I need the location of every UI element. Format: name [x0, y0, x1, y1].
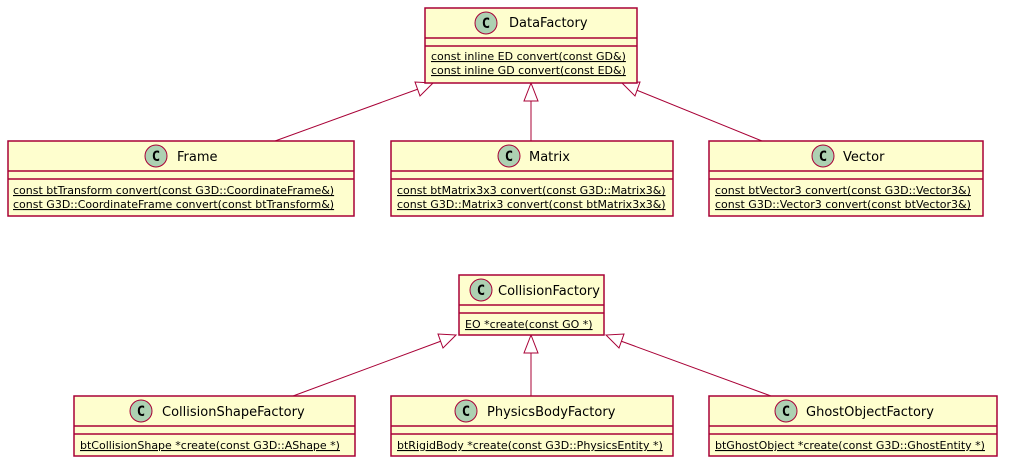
class-name: DataFactory: [509, 16, 588, 31]
class-name: Vector: [843, 150, 885, 165]
class-method: btRigidBody *create(const G3D::PhysicsEn…: [397, 439, 663, 452]
class-badge-letter: C: [782, 404, 790, 420]
class-collision-shape-factory[interactable]: C CollisionShapeFactory btCollisionShape…: [73, 395, 356, 457]
class-badge-letter: C: [819, 149, 827, 165]
class-method: const btVector3 convert(const G3D::Vecto…: [715, 184, 971, 197]
class-name: GhostObjectFactory: [806, 405, 934, 420]
class-method: const G3D::Vector3 convert(const btVecto…: [715, 198, 971, 211]
class-method: const G3D::Matrix3 convert(const btMatri…: [397, 198, 666, 211]
class-method: const btTransform convert(const G3D::Coo…: [13, 184, 334, 197]
class-c-icon: [454, 399, 478, 423]
class-badge-letter: C: [462, 404, 470, 420]
class-vector[interactable]: C Vector const btVector3 convert(const G…: [708, 140, 984, 217]
class-ghost-object-factory[interactable]: C GhostObjectFactory btGhostObject *crea…: [708, 395, 998, 457]
class-c-icon: [811, 144, 835, 168]
arrowhead-ghostobjectfactory-to-collisionfactory: [604, 333, 625, 349]
inheritance-edges: [274, 81, 772, 397]
arrowhead-matrix-to-datafactory: [523, 81, 539, 102]
class-data-factory[interactable]: C DataFactory const inline ED convert(co…: [424, 7, 638, 84]
class-c-icon: [497, 144, 521, 168]
class-c-icon: [474, 11, 498, 35]
class-badge-letter: C: [482, 16, 490, 32]
class-badge-letter: C: [505, 149, 513, 165]
class-c-icon: [144, 144, 168, 168]
class-c-icon: [469, 278, 493, 302]
arrowhead-frame-to-datafactory: [414, 81, 435, 97]
edge-ghostobjectfactory-to-collisionfactory: [617, 339, 772, 397]
arrowhead-vector-to-datafactory: [620, 81, 641, 97]
class-method: btCollisionShape *create(const G3D::ASha…: [80, 439, 340, 452]
class-name: CollisionFactory: [498, 284, 600, 299]
class-method: EO *create(const GO *): [465, 318, 593, 331]
class-badge-letter: C: [152, 149, 160, 165]
class-badge-letter: C: [137, 404, 145, 420]
edge-frame-to-datafactory: [274, 87, 422, 142]
class-name: Matrix: [529, 150, 570, 165]
class-c-icon: [129, 399, 153, 423]
arrowhead-collisionshapefactory-to-collisionfactory: [437, 333, 458, 349]
class-name: PhysicsBodyFactory: [487, 405, 616, 420]
edge-collisionshapefactory-to-collisionfactory: [292, 339, 445, 397]
edge-vector-to-datafactory: [633, 88, 763, 142]
class-method: const G3D::CoordinateFrame convert(const…: [13, 198, 334, 211]
class-method: const inline GD convert(const ED&): [431, 64, 626, 77]
class-badge-letter: C: [477, 283, 485, 299]
class-method: btGhostObject *create(const G3D::GhostEn…: [715, 439, 985, 452]
class-matrix[interactable]: C Matrix const btMatrix3x3 convert(const…: [390, 140, 674, 217]
class-name: Frame: [177, 150, 218, 165]
arrowhead-physicsbodyfactory-to-collisionfactory: [523, 333, 539, 354]
class-name: CollisionShapeFactory: [162, 405, 305, 420]
class-collision-factory[interactable]: C CollisionFactory EO *create(const GO *…: [458, 274, 605, 336]
class-c-icon: [774, 399, 798, 423]
class-method: const btMatrix3x3 convert(const G3D::Mat…: [397, 184, 666, 197]
class-physics-body-factory[interactable]: C PhysicsBodyFactory btRigidBody *create…: [390, 395, 674, 457]
class-frame[interactable]: C Frame const btTransform convert(const …: [7, 140, 355, 217]
class-method: const inline ED convert(const GD&): [431, 50, 626, 63]
